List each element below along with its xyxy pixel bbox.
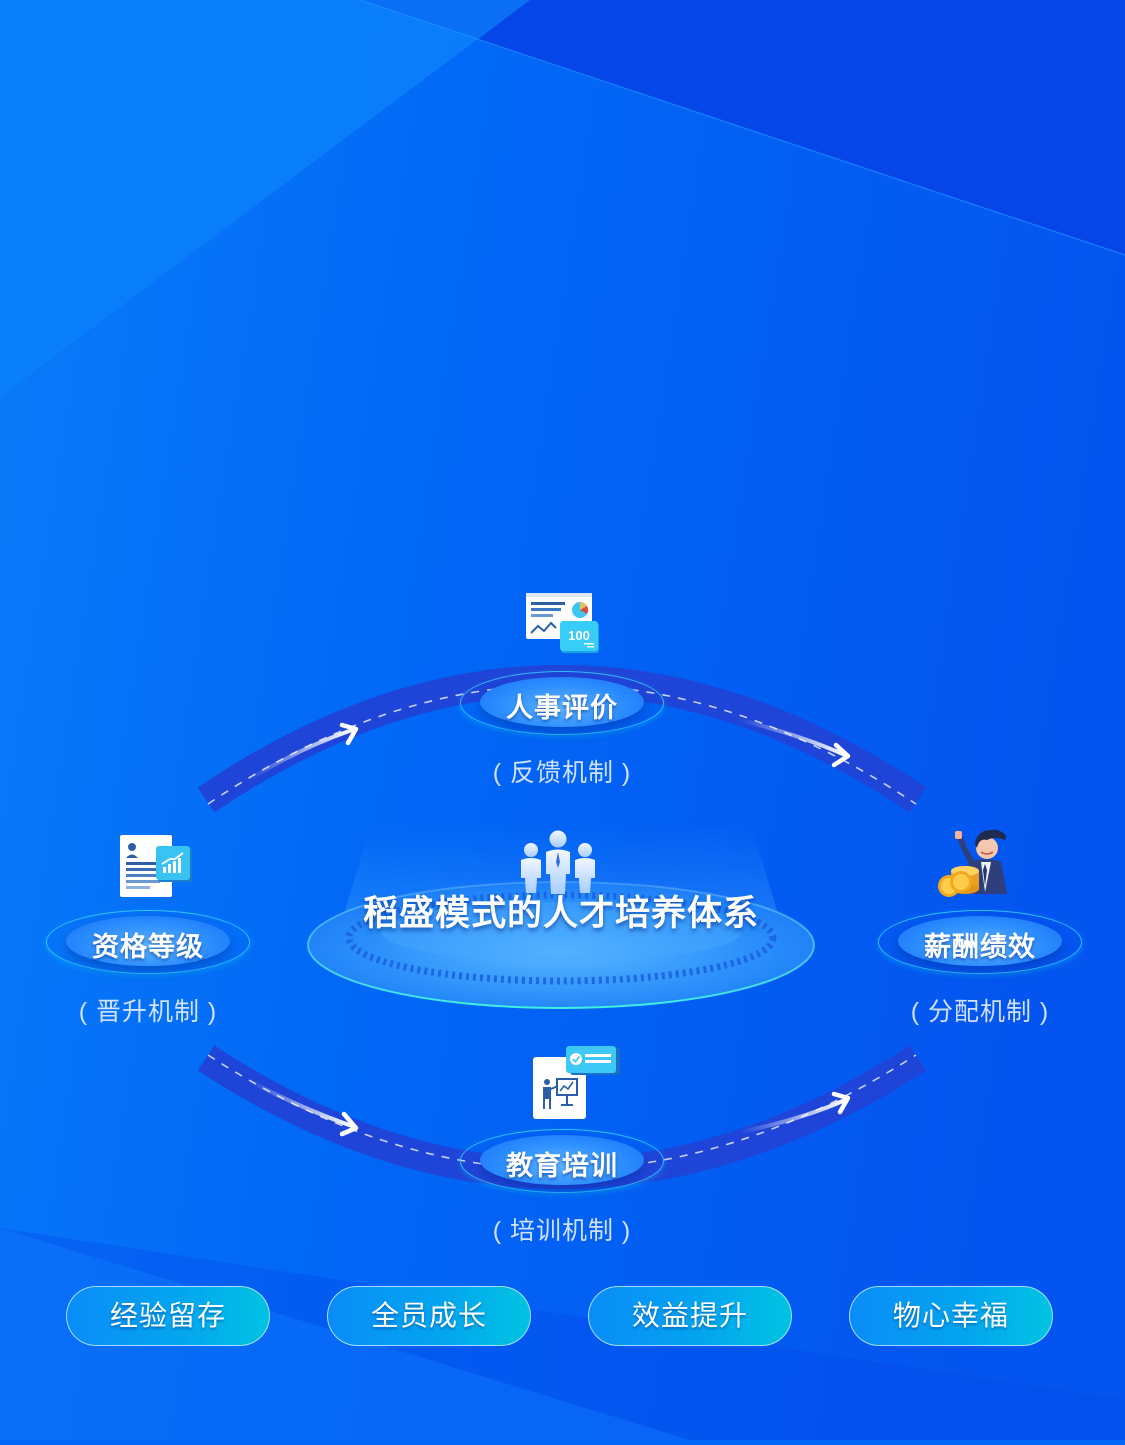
resume-growth-chart-icon	[118, 832, 194, 900]
team-people-icon	[517, 830, 599, 896]
node-pill	[898, 916, 1062, 966]
node-title: 人事评价	[506, 693, 618, 723]
node-subtitle: ( 反馈机制 )	[492, 759, 632, 787]
node-subtitle: ( 晋升机制 )	[78, 998, 218, 1026]
node-salary-performance: 薪酬绩效 ( 分配机制 )	[875, 910, 1085, 1028]
outcome-material-spiritual-happiness[interactable]: 物心幸福	[849, 1286, 1053, 1346]
node-pill	[480, 677, 644, 727]
node-ring	[878, 910, 1082, 974]
node-title: 教育培训	[506, 1151, 618, 1181]
score-badge: 100	[568, 628, 590, 643]
center-title: 稻盛模式的人才培养体系	[362, 894, 759, 933]
node-subtitle: ( 培训机制 )	[492, 1217, 632, 1245]
node-ring	[460, 1129, 664, 1193]
outcome-benefit-improvement[interactable]: 效益提升	[588, 1286, 792, 1346]
node-pill	[480, 1135, 644, 1185]
node-ring	[46, 910, 250, 974]
outcome-experience-retention[interactable]: 经验留存	[66, 1286, 270, 1346]
node-title: 资格等级	[92, 932, 204, 962]
node-education-training: 教育培训 ( 培训机制 )	[457, 1129, 667, 1247]
node-title: 薪酬绩效	[924, 932, 1036, 962]
node-pill	[66, 916, 230, 966]
node-ring	[460, 671, 664, 735]
node-personnel-evaluation: 人事评价 ( 反馈机制 )	[457, 671, 667, 789]
report-chart-score-icon: 100	[524, 591, 602, 655]
businessman-coins-icon	[935, 826, 1019, 898]
node-qualification-level: 资格等级 ( 晋升机制 )	[43, 910, 253, 1028]
outcome-all-staff-growth[interactable]: 全员成长	[327, 1286, 531, 1346]
node-subtitle: ( 分配机制 )	[910, 998, 1050, 1026]
presentation-training-icon	[530, 1045, 622, 1121]
arrow-icon	[339, 722, 851, 1137]
